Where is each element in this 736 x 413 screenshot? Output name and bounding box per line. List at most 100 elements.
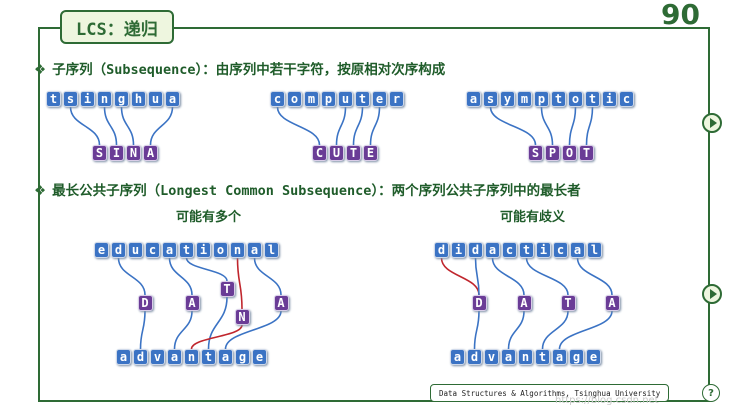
caption-multiple: 可能有多个 <box>176 210 242 225</box>
top-letter-cell: c <box>502 242 517 258</box>
link-curve <box>507 310 525 350</box>
word-letter-cell: o <box>568 91 583 107</box>
bottom-letter-cell: e <box>586 349 601 365</box>
play-button[interactable] <box>702 284 722 304</box>
bottom-letter-cell: d <box>467 349 482 365</box>
word-letter-cell: y <box>500 91 515 107</box>
link-curve <box>236 257 243 310</box>
top-letter-cell: a <box>485 242 500 258</box>
subsequence-letter-cell: C <box>312 145 327 161</box>
subsequence-letter-cell: T <box>579 145 594 161</box>
bottom-letter-cell: e <box>252 349 267 365</box>
word-letter-cell: s <box>483 91 498 107</box>
top-letter-cell: t <box>519 242 534 258</box>
bottom-letter-cell: g <box>569 349 584 365</box>
link-curve <box>568 106 577 146</box>
top-letter-cell: i <box>451 242 466 258</box>
link-curve <box>541 310 569 350</box>
word-letter-cell: t <box>585 91 600 107</box>
word-letter-cell: n <box>97 91 112 107</box>
link-curve <box>585 106 594 146</box>
top-letter-cell: i <box>196 242 211 258</box>
link-curve <box>352 106 364 146</box>
bottom-letter-cell: a <box>116 349 131 365</box>
bottom-letter-cell: a <box>552 349 567 365</box>
middle-letter-cell: T <box>219 281 235 297</box>
word-letter-cell: e <box>372 91 387 107</box>
top-letter-cell: c <box>145 242 160 258</box>
top-letter-cell: a <box>570 242 585 258</box>
subsequence-letter-cell: S <box>92 145 107 161</box>
link-curve <box>335 106 347 146</box>
subsequence-letter-cell: E <box>363 145 378 161</box>
link-curve <box>224 310 282 350</box>
link-curve <box>190 324 243 350</box>
word-letter-cell: c <box>270 91 285 107</box>
middle-letter-cell: T <box>560 295 576 311</box>
word-letter-cell: u <box>338 91 353 107</box>
link-curve <box>149 106 174 146</box>
top-letter-cell: u <box>128 242 143 258</box>
link-curve <box>576 257 613 296</box>
link-curve <box>276 106 321 146</box>
help-icon[interactable]: ? <box>702 384 720 402</box>
top-letter-cell: c <box>553 242 568 258</box>
top-letter-cell: n <box>230 242 245 258</box>
link-curve <box>540 106 554 146</box>
link-curve <box>103 106 118 146</box>
word-letter-cell: r <box>389 91 404 107</box>
middle-letter-cell: D <box>471 295 487 311</box>
link-curve <box>185 257 228 282</box>
middle-letter-cell: D <box>137 295 153 311</box>
bullet-lcs: ❖最长公共子序列（Longest Common Subsequence）：两个序… <box>34 183 581 199</box>
diamond-bullet-icon: ❖ <box>34 62 47 78</box>
bottom-letter-cell: g <box>235 349 250 365</box>
next-slide-button[interactable] <box>702 113 722 133</box>
bottom-letter-cell: a <box>450 349 465 365</box>
slide-frame <box>38 27 710 402</box>
link-curve <box>489 106 537 146</box>
diamond-bullet-icon: ❖ <box>34 183 47 199</box>
subsequence-letter-cell: S <box>528 145 543 161</box>
middle-letter-cell: A <box>184 295 200 311</box>
link-curve <box>120 106 135 146</box>
link-curve <box>473 310 480 350</box>
bullet-subsequence: ❖子序列（Subsequence）：由序列中若干字符，按原相对次序构成 <box>34 62 446 78</box>
footer-credit: Data Structures & Algorithms, Tsinghua U… <box>430 384 670 402</box>
subsequence-letter-cell: T <box>346 145 361 161</box>
word-letter-cell: h <box>131 91 146 107</box>
top-letter-cell: l <box>587 242 602 258</box>
link-curve <box>369 106 381 146</box>
word-letter-cell: a <box>466 91 481 107</box>
top-letter-cell: d <box>111 242 126 258</box>
subsequence-letter-cell: P <box>545 145 560 161</box>
watermark: https://blog.csdn.net <box>555 395 659 406</box>
link-curve <box>440 257 480 296</box>
bottom-letter-cell: a <box>167 349 182 365</box>
middle-letter-cell: A <box>273 295 289 311</box>
word-letter-cell: g <box>114 91 129 107</box>
word-letter-cell: p <box>321 91 336 107</box>
word-letter-cell: m <box>517 91 532 107</box>
link-curve <box>173 310 193 350</box>
word-letter-cell: i <box>80 91 95 107</box>
top-letter-cell: t <box>179 242 194 258</box>
link-curve <box>139 310 146 350</box>
subsequence-letter-cell: N <box>126 145 141 161</box>
middle-letter-cell: A <box>604 295 620 311</box>
bottom-letter-cell: v <box>484 349 499 365</box>
link-curve <box>117 257 146 296</box>
top-letter-cell: d <box>434 242 449 258</box>
subsequence-letter-cell: U <box>329 145 344 161</box>
word-letter-cell: c <box>619 91 634 107</box>
caption-ambiguous: 可能有歧义 <box>500 210 566 225</box>
top-letter-cell: a <box>162 242 177 258</box>
word-letter-cell: t <box>551 91 566 107</box>
bottom-letter-cell: n <box>184 349 199 365</box>
link-curve <box>207 296 228 350</box>
link-curve <box>69 106 101 146</box>
bottom-letter-cell: t <box>535 349 550 365</box>
word-letter-cell: u <box>148 91 163 107</box>
link-curve <box>253 257 282 296</box>
